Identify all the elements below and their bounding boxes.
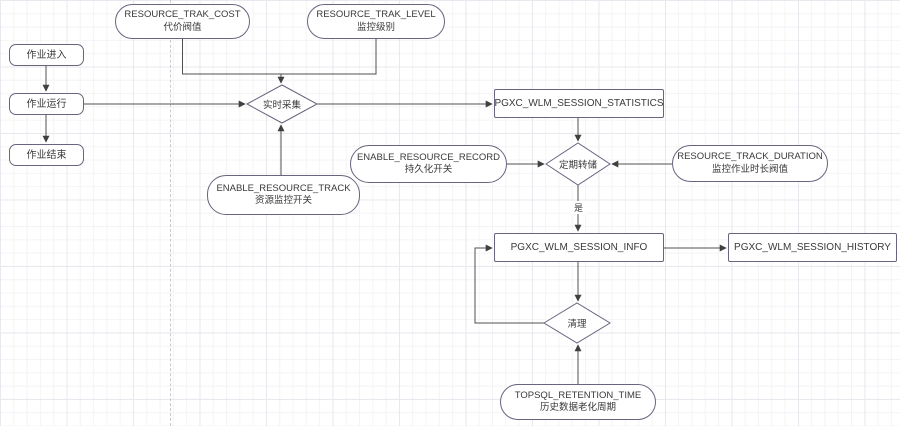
node-track-duration[interactable]: RESOURCE_TRACK_DURATION 监控作业时长阀值 xyxy=(672,145,828,182)
node-trak-level-desc: 监控级别 xyxy=(356,21,395,33)
node-trak-cost[interactable]: RESOURCE_TRAK_COST 代价阀值 xyxy=(115,4,250,39)
node-retention-time-name: TOPSQL_RETENTION_TIME xyxy=(514,389,642,401)
node-session-statistics[interactable]: PGXC_WLM_SESSION_STATISTICS xyxy=(494,89,664,118)
node-job-end[interactable]: 作业结束 xyxy=(9,144,84,166)
node-session-history[interactable]: PGXC_WLM_SESSION_HISTORY xyxy=(728,233,897,262)
decision-realtime-collect[interactable] xyxy=(245,84,319,124)
node-track-switch-desc: 资源监控开关 xyxy=(254,195,312,206)
decision-periodic-dump[interactable] xyxy=(545,142,611,186)
edge-trak-cost-to-junction[interactable] xyxy=(182,39,282,75)
edge-trak-level-to-junction[interactable] xyxy=(281,39,377,75)
page-break-guide xyxy=(170,0,171,426)
node-session-info-label: PGXC_WLM_SESSION_INFO xyxy=(510,242,648,253)
edge-label-yes: 是 xyxy=(571,201,586,214)
node-record-switch-name: ENABLE_RESOURCE_RECORD xyxy=(356,151,501,163)
node-trak-cost-name: RESOURCE_TRAK_COST xyxy=(124,9,241,21)
node-job-enter[interactable]: 作业进入 xyxy=(9,44,84,66)
edge-cleanup-loop-to-session-info[interactable] xyxy=(474,244,544,324)
node-session-statistics-label: PGXC_WLM_SESSION_STATISTICS xyxy=(494,98,664,109)
node-session-info[interactable]: PGXC_WLM_SESSION_INFO xyxy=(494,233,664,262)
node-trak-cost-desc: 代价阀值 xyxy=(163,21,202,33)
decision-cleanup[interactable] xyxy=(543,302,611,344)
node-track-switch[interactable]: ENABLE_RESOURCE_TRACK 资源监控开关 xyxy=(207,175,360,215)
node-track-switch-name: ENABLE_RESOURCE_TRACK xyxy=(216,182,351,194)
node-retention-time-desc: 历史数据老化周期 xyxy=(539,402,616,413)
node-record-switch-desc: 持久化开关 xyxy=(404,164,453,175)
node-record-switch[interactable]: ENABLE_RESOURCE_RECORD 持久化开关 xyxy=(350,145,507,183)
node-session-history-label: PGXC_WLM_SESSION_HISTORY xyxy=(734,242,891,253)
node-job-run[interactable]: 作业运行 xyxy=(9,93,84,115)
node-trak-level[interactable]: RESOURCE_TRAK_LEVEL 监控级别 xyxy=(307,4,445,39)
node-track-duration-desc: 监控作业时长阀值 xyxy=(711,163,788,175)
node-retention-time[interactable]: TOPSQL_RETENTION_TIME 历史数据老化周期 xyxy=(500,384,656,420)
node-job-enter-label: 作业进入 xyxy=(26,49,67,61)
node-job-end-label: 作业结束 xyxy=(26,149,67,161)
node-trak-level-name: RESOURCE_TRAK_LEVEL xyxy=(316,9,436,21)
node-job-run-label: 作业运行 xyxy=(26,98,67,110)
node-track-duration-name: RESOURCE_TRACK_DURATION xyxy=(677,151,823,163)
